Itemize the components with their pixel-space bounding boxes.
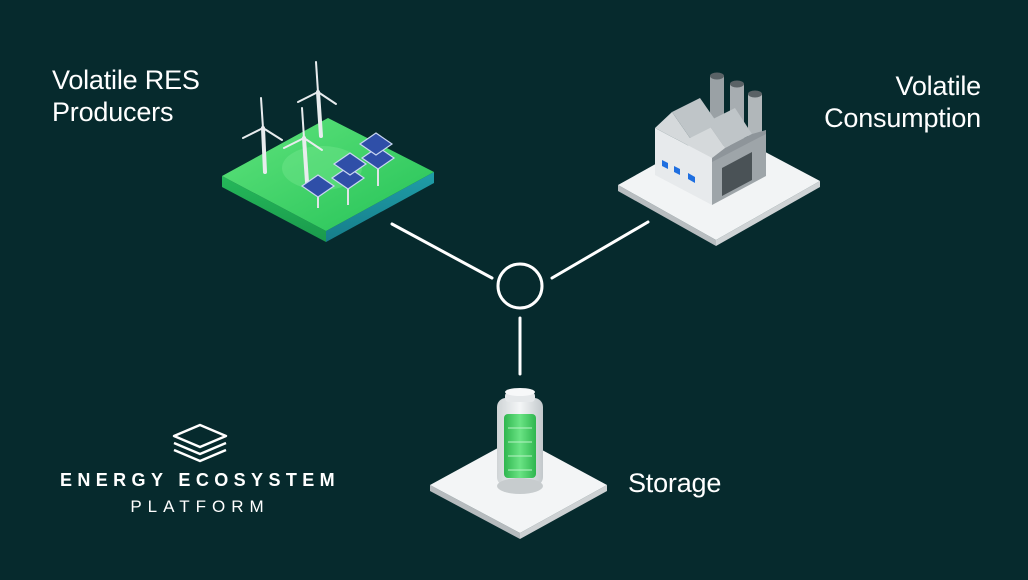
storage-label: Storage [628,468,722,498]
solar-panels [300,132,396,208]
consumption-label: Volatile Consumption [824,70,981,134]
brand-subtitle: PLATFORM [130,497,270,516]
producers-label-line2: Producers [52,97,174,127]
consumption-label-line1: Volatile [895,71,982,101]
factory-icon [618,72,820,246]
connector-consumption [550,220,650,280]
brand-title: ENERGY ECOSYSTEM [59,470,341,490]
hub-circle-icon [496,262,544,310]
producers-label-line1: Volatile RES [52,65,200,95]
wind-solar-farm-icon [222,61,434,242]
battery-icon [430,388,607,539]
connector-lines [390,220,650,376]
connector-producers [390,222,494,280]
brand-logo: ENERGY ECOSYSTEM PLATFORM [40,422,360,517]
consumption-label-line2: Consumption [824,103,981,133]
layers-stack-icon [172,423,228,463]
producers-label: Volatile RES Producers [52,64,200,128]
